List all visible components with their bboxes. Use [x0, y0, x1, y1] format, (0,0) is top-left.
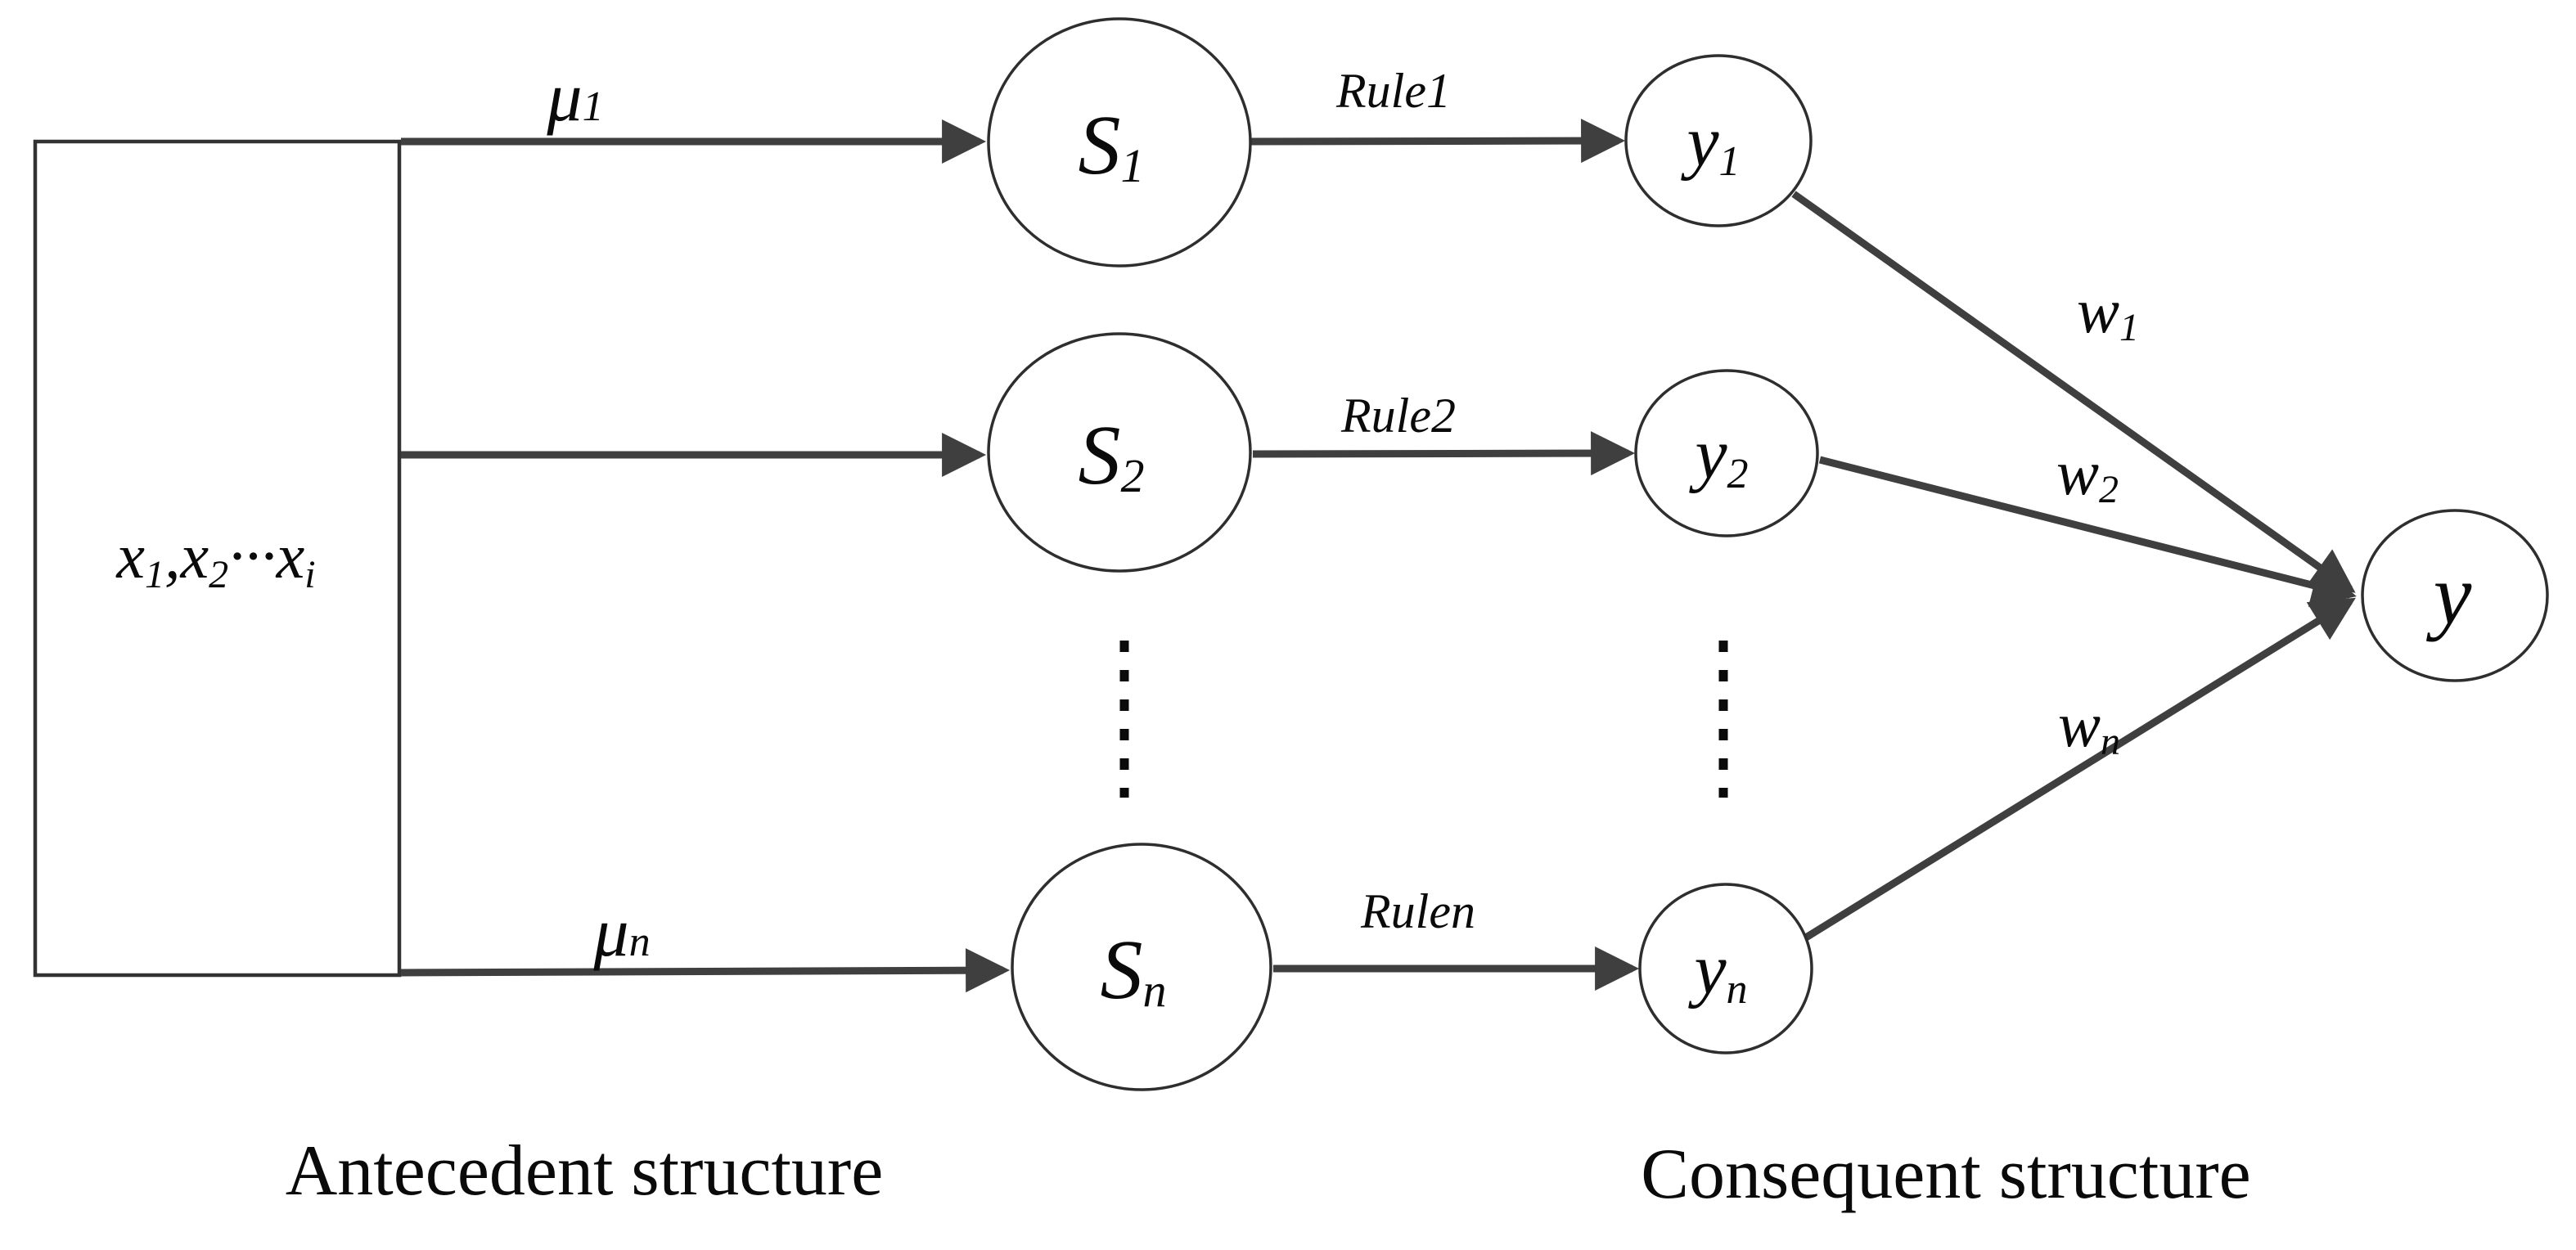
node-s1-label: S1 [1079, 98, 1145, 192]
node-s1 [987, 17, 1252, 268]
node-y2 [1634, 369, 1819, 537]
input-box-label: x1,x2···xi [115, 520, 315, 596]
edge-label-wn: wn [2058, 689, 2120, 763]
edge-label-rule2: Rule2 [1340, 389, 1456, 443]
edge-label-mun: μn [592, 893, 650, 971]
edge-label-rule1: Rule1 [1335, 64, 1451, 118]
node-y1 [1624, 54, 1813, 227]
node-y1-label: y1 [1680, 102, 1740, 185]
node-yn-label: yn [1687, 930, 1747, 1013]
caption-antecedent-structure: Antecedent structure [286, 1131, 884, 1211]
edge-w1-arrow [1791, 191, 2356, 593]
node-s2 [987, 332, 1252, 573]
edge-w2-arrow [1818, 456, 2357, 607]
caption-consequent-structure: Consequent structure [1641, 1135, 2250, 1214]
edge-label-mu1: μ1 [546, 57, 603, 136]
node-y2-label: y2 [1688, 415, 1748, 497]
node-s2-label: S2 [1079, 408, 1145, 502]
edge-label-w2: w2 [2056, 437, 2119, 511]
node-y-output-label: y [2426, 546, 2472, 642]
node-yn [1638, 883, 1813, 1054]
node-y-output [2361, 509, 2549, 682]
edge-wn-arrow [1804, 597, 2356, 941]
edge-label-rulen: Rulen [1360, 884, 1475, 938]
edge-label-w1: w1 [2077, 275, 2139, 349]
edge-rule1-arrow [1250, 119, 1626, 164]
node-sn [1011, 843, 1272, 1091]
input-box [33, 139, 402, 978]
node-sn-label: Sn [1101, 923, 1167, 1017]
edge-rule2-arrow [1252, 431, 1636, 476]
edge-mun-arrow [400, 948, 1011, 993]
